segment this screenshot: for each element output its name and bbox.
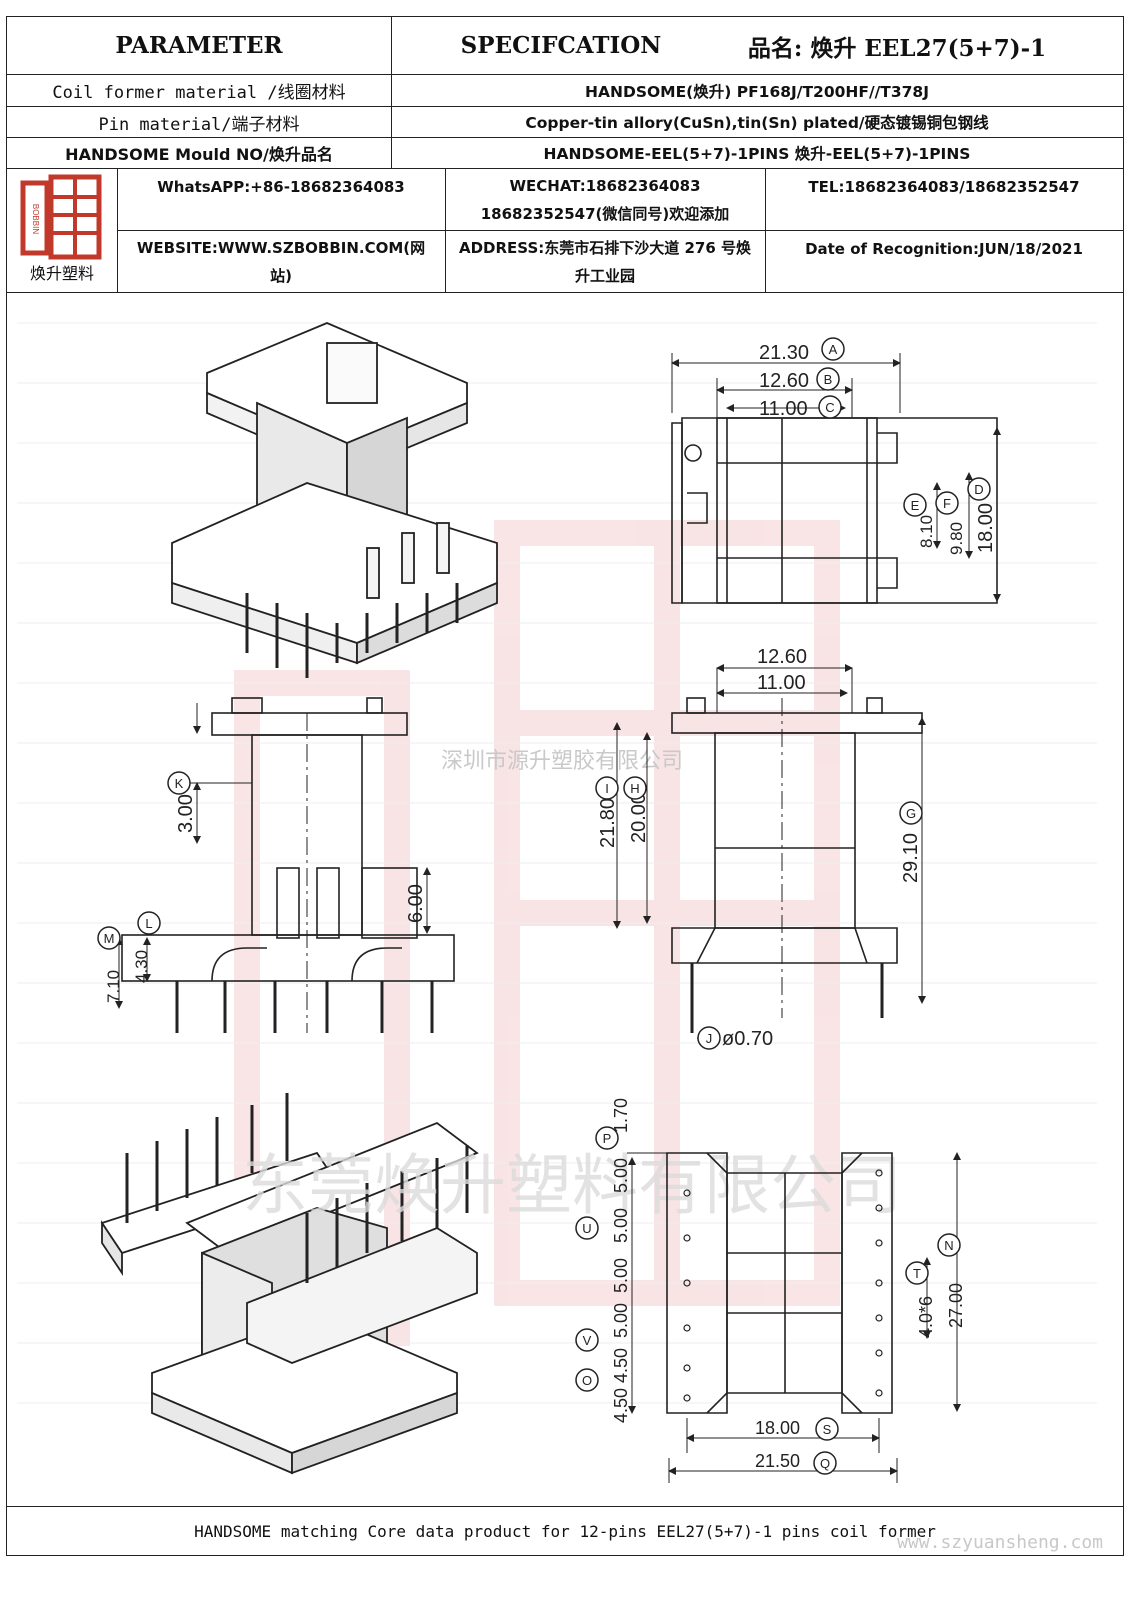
bobbin-logo-icon: BOBBIN 焕升塑料: [20, 174, 102, 283]
dim-k: 3.00: [175, 794, 197, 833]
bobbin-drawing: 21.30 12.60 11.00 18.00 8.10 9.80 AB CD …: [17, 322, 1097, 1483]
svg-text:O: O: [582, 1373, 592, 1388]
whatsapp: WhatsAPP:+86-18682364083: [157, 178, 405, 196]
dim-f: 9.80: [947, 522, 966, 555]
dim-q: 21.50: [755, 1451, 800, 1471]
dim-pitch-4: 5.00: [611, 1303, 631, 1338]
company-logo: BOBBIN 焕升塑料: [7, 169, 117, 293]
svg-text:K: K: [175, 776, 184, 791]
svg-text:Q: Q: [820, 1456, 830, 1471]
isometric-view-top: [171, 322, 498, 678]
dim-t: 4.0*6: [916, 1296, 936, 1338]
dim-m: 7.10: [104, 970, 123, 1003]
svg-text:A: A: [829, 342, 838, 357]
wechat: WECHAT:18682364083 18682352547(微信同号)欢迎添加: [480, 176, 730, 223]
svg-text:G: G: [906, 806, 916, 821]
specification-heading: SPECIFCATION: [460, 32, 662, 59]
address: ADDRESS:东莞市石排下沙大道 276 号焕升工业园: [459, 239, 751, 285]
website: WEBSITE:WWW.SZBOBBIN.COM(网站): [136, 239, 426, 285]
bottom-view: [627, 1152, 961, 1483]
watermark-text: 深圳市源升塑胶有限公司: [441, 749, 683, 774]
svg-text:B: B: [824, 372, 833, 387]
svg-text:M: M: [104, 931, 115, 946]
svg-text:U: U: [582, 1221, 591, 1236]
top-view: [671, 353, 1001, 604]
dim-e: 8.10: [917, 515, 936, 548]
dim-p: 1.70: [611, 1098, 631, 1133]
svg-text:N: N: [944, 1238, 953, 1253]
spec-sheet: PARAMETER SPECIFCATION 品名: 焕升 EEL27(5+7)…: [6, 16, 1124, 1556]
side-view: [613, 664, 926, 1039]
dim-12-60: 12.60: [757, 646, 807, 668]
spec-value: HANDSOME-EEL(5+7)-1PINS 焕升-EEL(5+7)-1PIN…: [543, 145, 971, 163]
dim-b: 12.60: [759, 370, 809, 392]
dim-j: ø0.70: [722, 1028, 773, 1050]
dim-v: 4.50: [611, 1348, 631, 1383]
watermark-url: www.szyuansheng.com: [897, 1532, 1103, 1553]
spec-value: Copper-tin allory(CuSn),tin(Sn) plated/硬…: [525, 114, 989, 132]
svg-text:E: E: [911, 498, 920, 513]
dim-d: 18.00: [975, 503, 997, 553]
dim-g: 29.10: [900, 833, 922, 883]
spec-value: HANDSOME(焕升) PF168J/T200HF//T378J: [585, 82, 929, 101]
recognition-date: Date of Recognition:JUN/18/2021: [805, 240, 1083, 258]
product-name: 品名: 焕升 EEL27(5+7)-1: [747, 34, 1047, 62]
isometric-view-bottom: [100, 1093, 479, 1475]
svg-text:C: C: [825, 400, 834, 415]
telephone: TEL:18682364083/18682352547: [808, 178, 1080, 196]
dim-s: 18.00: [755, 1418, 800, 1438]
svg-text:D: D: [974, 482, 983, 497]
spec-label: Pin material/端子材料: [98, 114, 300, 135]
svg-text:BOBBIN: BOBBIN: [31, 204, 40, 234]
dim-pitch-3: 5.00: [611, 1258, 631, 1293]
svg-text:T: T: [913, 1266, 921, 1281]
svg-text:焕升塑料: 焕升塑料: [30, 264, 94, 283]
dim-l: 4.30: [132, 950, 151, 983]
footer-note: HANDSOME matching Core data product for …: [7, 1506, 1123, 1555]
svg-text:S: S: [823, 1422, 832, 1437]
parameter-heading: PARAMETER: [115, 32, 283, 59]
svg-text:J: J: [706, 1031, 713, 1046]
dim-i: 21.80: [597, 798, 619, 848]
dim-h: 20.00: [628, 793, 650, 843]
watermark-text-large: 东莞焕升塑料有限公司: [242, 1147, 902, 1224]
footer-text: HANDSOME matching Core data product for …: [194, 1521, 936, 1541]
svg-text:P: P: [603, 1131, 612, 1146]
company-info: BOBBIN 焕升塑料 WhatsAPP:+86-18682364083 WEC…: [7, 169, 1123, 293]
dim-a: 21.30: [759, 342, 809, 364]
dim-o: 4.50: [611, 1388, 631, 1423]
svg-text:I: I: [605, 781, 609, 796]
svg-text:V: V: [583, 1333, 592, 1348]
svg-text:H: H: [630, 781, 639, 796]
front-view: [115, 697, 455, 1033]
spec-row-mould-no: HANDSOME Mould NO/焕升品名 HANDSOME-EEL(5+7)…: [7, 138, 1123, 169]
svg-text:F: F: [943, 496, 951, 511]
dim-c: 11.00: [759, 398, 808, 420]
dim-pitch-1: 5.00: [611, 1158, 631, 1193]
spec-row-coil-material: Coil former material /线圈材料 HANDSOME(焕升) …: [7, 75, 1123, 107]
svg-text:L: L: [145, 916, 152, 931]
dim-u: 5.00: [611, 1208, 631, 1243]
dim-6: 6.00: [405, 884, 427, 923]
spec-row-pin-material: Pin material/端子材料 Copper-tin allory(CuSn…: [7, 107, 1123, 138]
header-row: PARAMETER SPECIFCATION 品名: 焕升 EEL27(5+7)…: [7, 17, 1123, 75]
dim-11-00: 11.00: [757, 672, 806, 694]
spec-label: HANDSOME Mould NO/焕升品名: [65, 145, 333, 164]
spec-label: Coil former material /线圈材料: [52, 83, 346, 103]
dim-n: 27.00: [946, 1283, 966, 1328]
